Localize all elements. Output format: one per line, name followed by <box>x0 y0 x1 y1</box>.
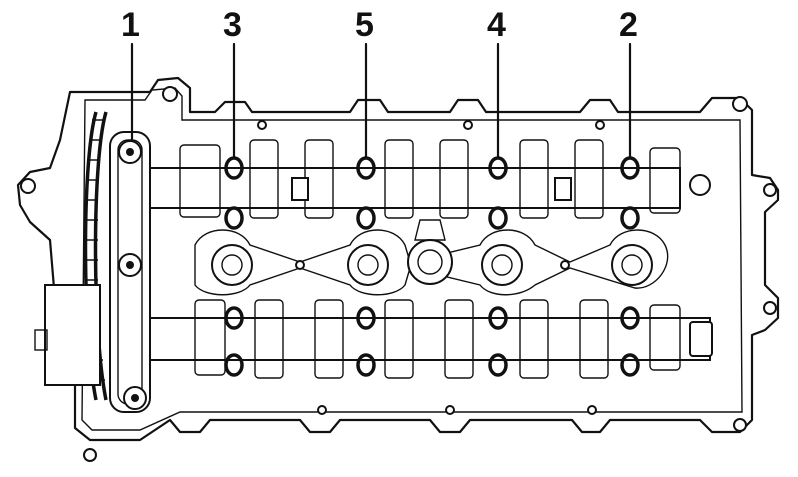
head-outline <box>16 76 780 462</box>
lower-camshaft <box>149 299 713 379</box>
callout-2: 2 <box>619 6 638 44</box>
center-section <box>194 219 669 296</box>
callout-1: 1 <box>121 6 140 44</box>
cap-bolts <box>224 156 640 377</box>
callout-3: 3 <box>223 6 242 44</box>
tensioner-block <box>34 284 101 386</box>
callout-5: 5 <box>355 6 374 44</box>
callout-4: 4 <box>487 6 506 44</box>
chain-guide <box>109 131 151 413</box>
leader-lines <box>130 42 632 160</box>
